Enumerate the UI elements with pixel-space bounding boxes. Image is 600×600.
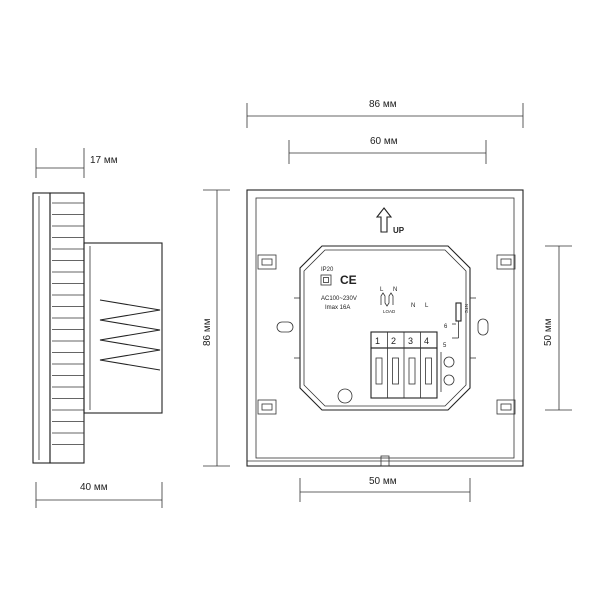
side-front-plate xyxy=(32,192,51,464)
terminal-screw xyxy=(375,357,383,385)
dim-mount-width: 50 мм xyxy=(299,476,471,502)
double-insulation-inner xyxy=(323,277,329,283)
load-label: LOAD xyxy=(383,309,396,314)
back-housing-inner xyxy=(303,249,467,407)
side-ribbed-neck xyxy=(49,192,85,464)
load-heater-icon xyxy=(380,292,394,307)
current-label: Imax 16A xyxy=(325,305,350,311)
terminal-label-n1: N xyxy=(393,287,397,293)
dim-side-depth: 17 мм xyxy=(35,148,118,178)
mount-slot-left xyxy=(276,321,294,333)
front-width-label: 86 мм xyxy=(369,99,397,110)
clip-bottom-right xyxy=(496,399,516,415)
back-housing xyxy=(299,245,471,411)
side-width-label: 40 мм xyxy=(80,482,108,493)
terminal-screw xyxy=(408,357,416,385)
terminal-number: 4 xyxy=(424,336,429,346)
sensor-terminal-5: 5 xyxy=(443,343,447,349)
dim-front-inner-width: 60 мм xyxy=(288,136,487,164)
clip-bottom-left xyxy=(257,399,277,415)
sensor-socket xyxy=(443,356,455,368)
back-inner-plate xyxy=(255,197,515,459)
side-depth-label: 17 мм xyxy=(90,155,118,166)
up-label: UP xyxy=(393,226,405,235)
housing-hole xyxy=(337,388,353,404)
double-insulation-icon xyxy=(320,274,332,286)
terminal-label-n2: N xyxy=(411,303,415,309)
terminal-number: 3 xyxy=(408,336,413,346)
front-inner-width-label: 60 мм xyxy=(370,136,398,147)
terminal-label-l2: L xyxy=(425,303,429,309)
clip-top-left xyxy=(257,254,277,270)
back-view: UP IP20 CE AC100~230V Imax 16A L N LOAD … xyxy=(202,99,572,502)
mount-width-label: 50 мм xyxy=(369,476,397,487)
clip-top-right xyxy=(496,254,516,270)
terminal-screw xyxy=(392,357,399,385)
mount-slot-right xyxy=(477,318,489,336)
terminal-screw xyxy=(425,357,432,385)
terminal-label-l1: L xyxy=(380,287,384,293)
ntc-label: NTC xyxy=(464,304,469,314)
sensor-terminal-6: 6 xyxy=(444,324,448,330)
side-view: 17 мм 40 мм xyxy=(32,148,163,508)
terminal-number: 2 xyxy=(391,336,396,346)
bottom-notch xyxy=(380,455,390,467)
ntc-sensor-icon xyxy=(455,302,462,322)
back-outer-plate xyxy=(246,189,524,467)
ip-label: IP20 xyxy=(321,267,334,273)
side-spring-clip xyxy=(99,299,161,371)
dim-side-width: 40 мм xyxy=(35,482,163,508)
side-body xyxy=(83,242,163,414)
sensor-socket xyxy=(443,374,455,386)
front-height-label: 86 мм xyxy=(202,318,213,346)
terminal-number: 1 xyxy=(375,336,380,346)
terminal-block: 1 2 3 4 xyxy=(370,331,438,399)
side-ribs xyxy=(52,202,84,445)
dim-front-height: 86 мм xyxy=(202,189,230,467)
ce-mark: CE xyxy=(340,273,357,287)
mount-height-label: 50 мм xyxy=(543,318,554,346)
voltage-label: AC100~230V xyxy=(321,296,357,302)
dim-mount-height: 50 мм xyxy=(543,245,572,411)
dim-front-width: 86 мм xyxy=(246,99,524,128)
up-arrow-icon xyxy=(375,207,393,233)
